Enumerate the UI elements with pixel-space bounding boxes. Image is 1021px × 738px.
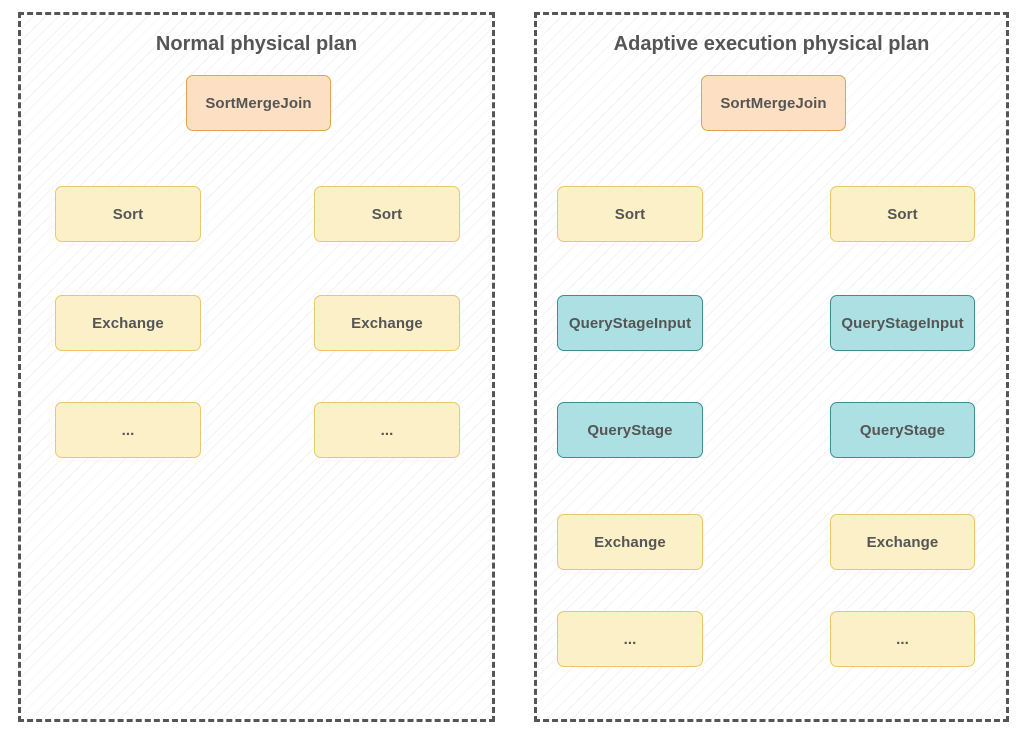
node-sort: Sort: [55, 186, 201, 242]
node-ellipsis: ...: [55, 402, 201, 458]
node-sort: Sort: [830, 186, 975, 242]
node-exchange: Exchange: [55, 295, 201, 351]
node-exchange: Exchange: [830, 514, 975, 570]
node-ellipsis: ...: [557, 611, 703, 667]
panel-title: Adaptive execution physical plan: [613, 33, 930, 55]
node-ellipsis: ...: [830, 611, 975, 667]
node-querystageinput: QueryStageInput: [557, 295, 703, 351]
node-sortmergejoin: SortMergeJoin: [186, 75, 331, 131]
node-querystage: QueryStage: [557, 402, 703, 458]
node-sort: Sort: [557, 186, 703, 242]
node-exchange: Exchange: [557, 514, 703, 570]
node-exchange: Exchange: [314, 295, 460, 351]
panel-title: Normal physical plan: [155, 33, 358, 55]
node-sort: Sort: [314, 186, 460, 242]
node-querystageinput: QueryStageInput: [830, 295, 975, 351]
node-sortmergejoin: SortMergeJoin: [701, 75, 846, 131]
node-ellipsis: ...: [314, 402, 460, 458]
node-querystage: QueryStage: [830, 402, 975, 458]
